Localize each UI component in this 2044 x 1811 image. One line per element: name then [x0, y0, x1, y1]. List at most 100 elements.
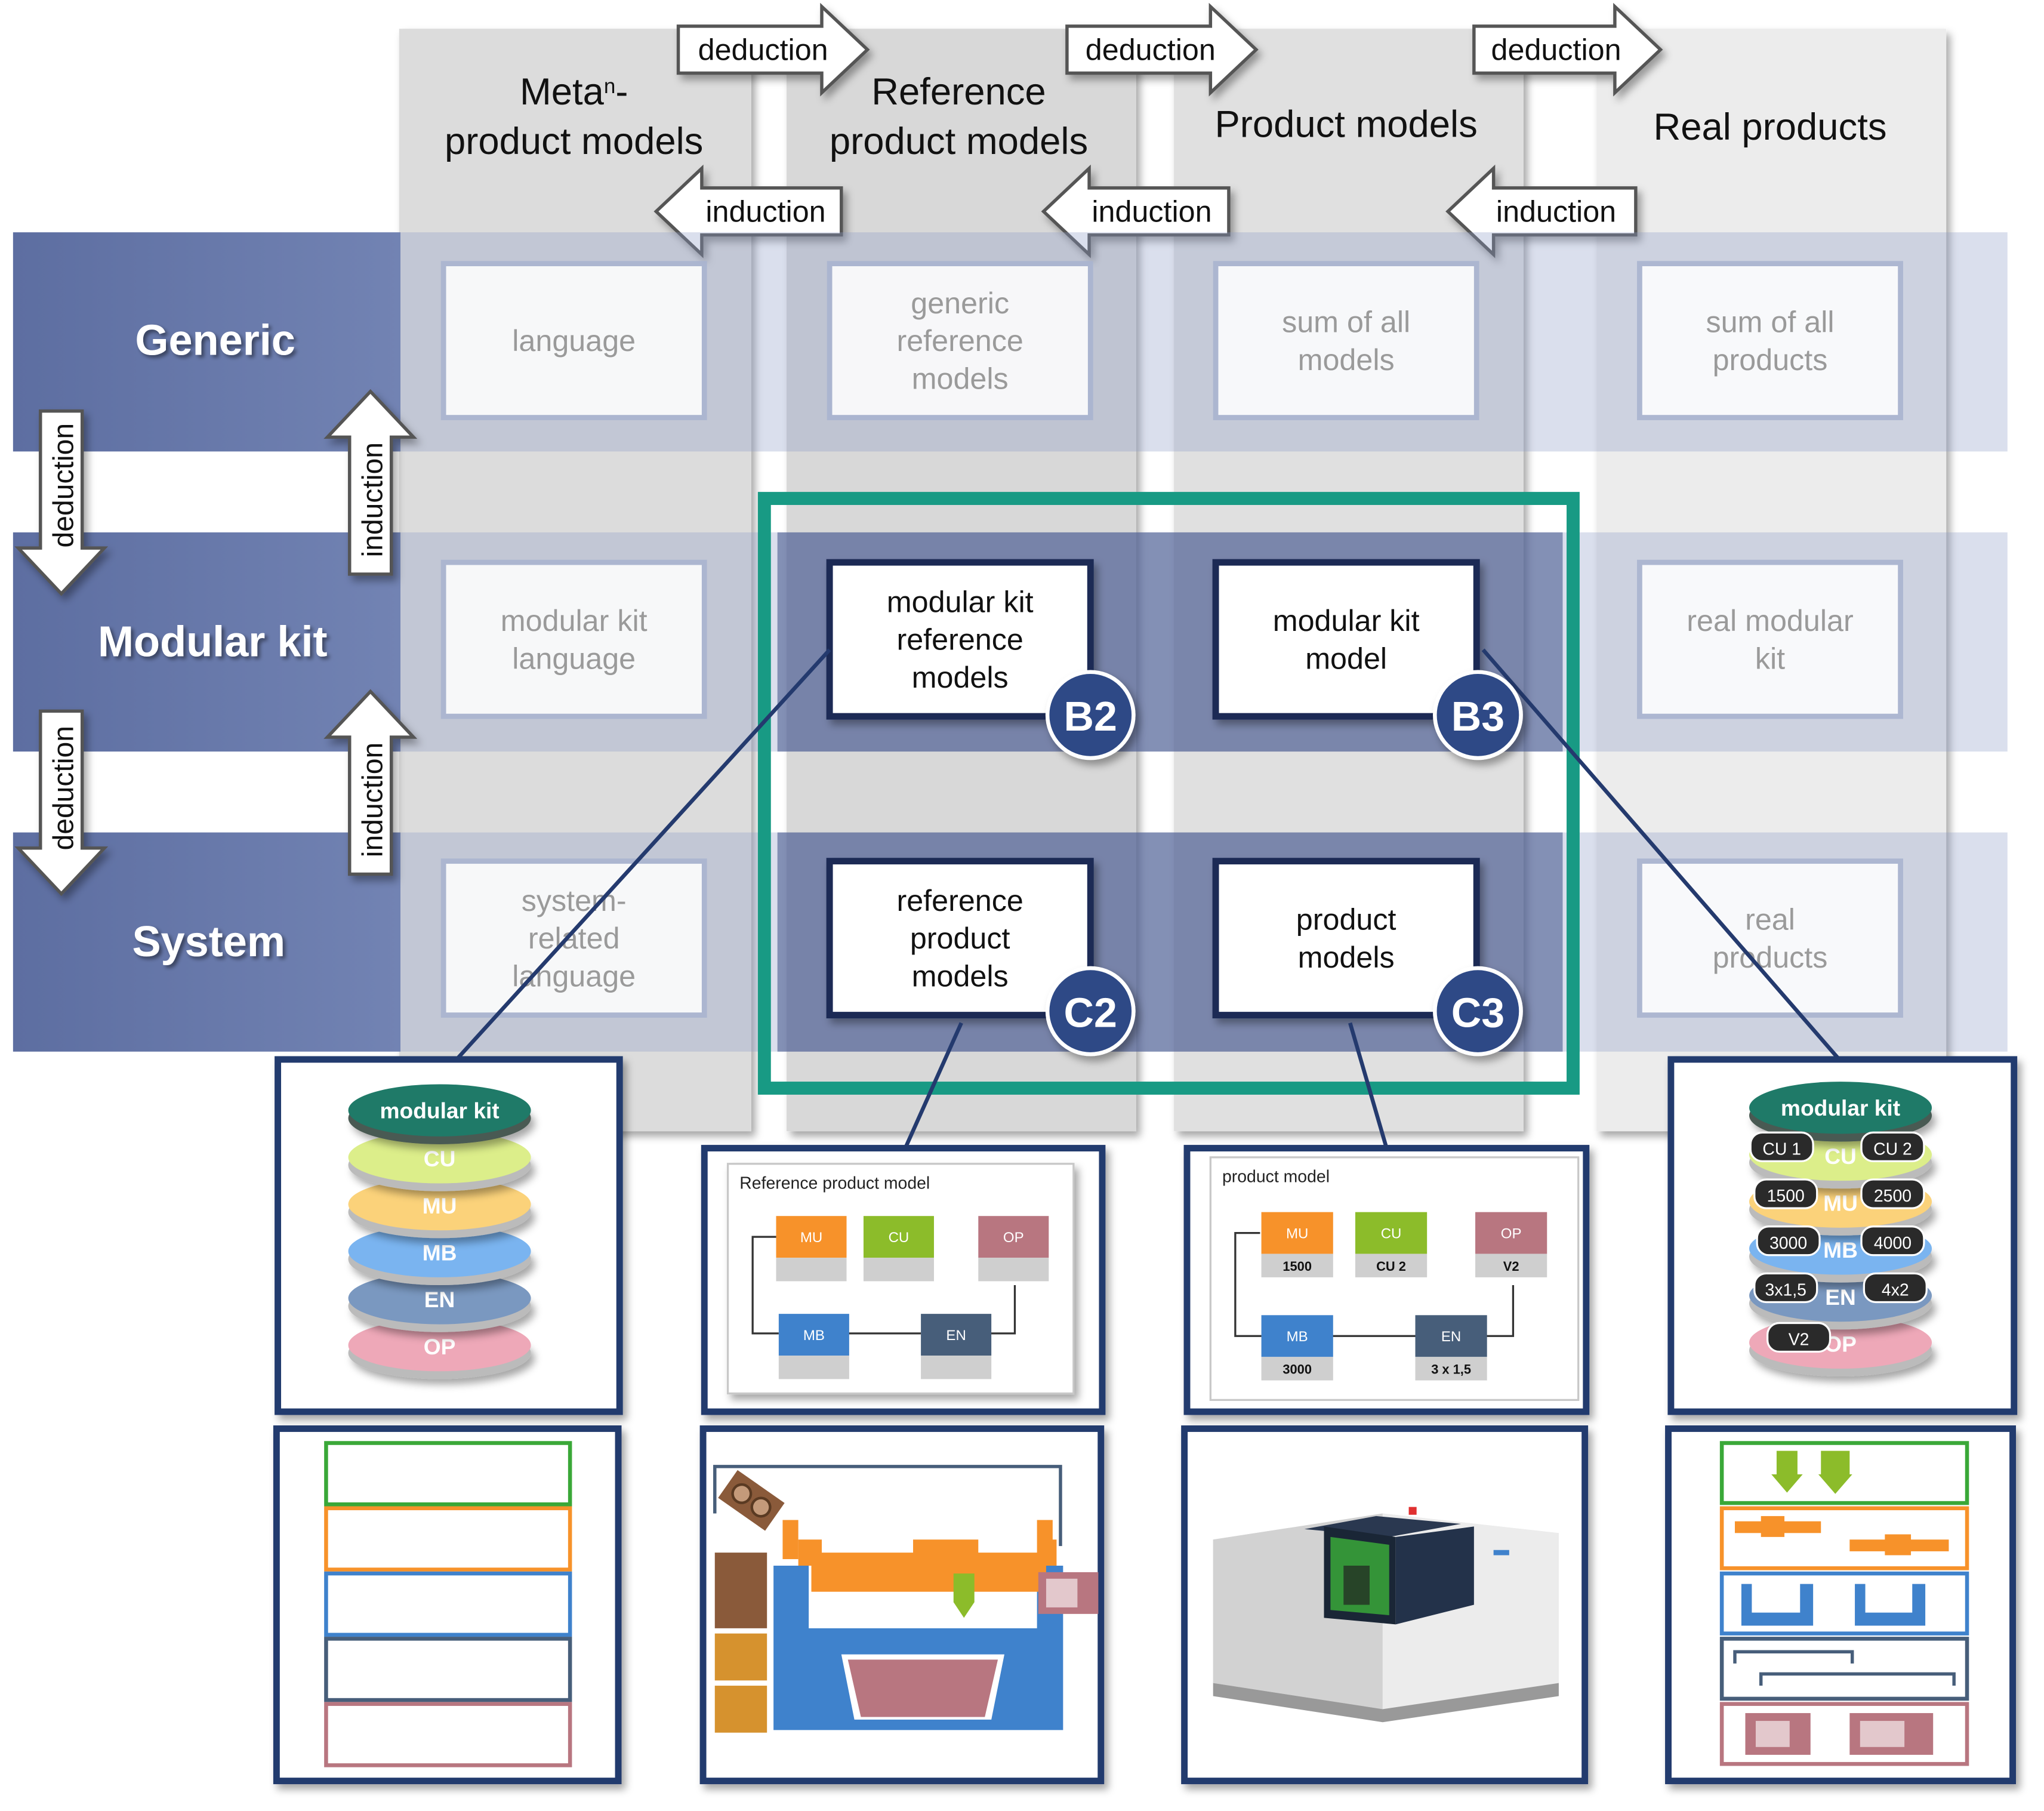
cell-text: modular kit	[887, 584, 1034, 618]
cell-text: model	[1305, 641, 1387, 675]
svg-text:MB: MB	[1287, 1329, 1308, 1345]
kit-variant-tag: 3000	[1756, 1225, 1821, 1256]
kit-variant-tag: 4x2	[1863, 1272, 1928, 1304]
deduction-label: deduction	[47, 423, 79, 548]
induction-arrow-3: induction	[1445, 164, 1638, 258]
column-headers: Metan- product models Reference product …	[445, 71, 1886, 162]
induction-label: induction	[356, 743, 389, 857]
kit-variant-tag: 1500	[1753, 1178, 1818, 1209]
deduction-label: deduction	[47, 726, 79, 851]
induction-arrow-2: induction	[1041, 164, 1231, 258]
svg-text:CU: CU	[1824, 1144, 1857, 1169]
svg-text:MU: MU	[800, 1230, 822, 1246]
cell-text: models	[912, 362, 1009, 396]
module-mu: MU 1500	[1261, 1212, 1333, 1277]
svg-text:4x2: 4x2	[1882, 1281, 1909, 1300]
kit-variant-tag: CU 1	[1749, 1131, 1814, 1163]
cell-text: sum of all	[1282, 304, 1410, 338]
induction-label: induction	[356, 442, 389, 557]
stack-layer-en: EN	[348, 1272, 531, 1332]
deduction-arrow-1: deduction	[676, 2, 870, 97]
kit-variant-tag: CU 2	[1860, 1131, 1925, 1163]
badge-c3: C3	[1432, 966, 1523, 1057]
svg-text:CU 1: CU 1	[1762, 1139, 1801, 1159]
svg-text:modular kit: modular kit	[380, 1098, 499, 1123]
kit-variant-tag: V2	[1766, 1322, 1832, 1353]
connector-c2-refmodel	[903, 1022, 963, 1149]
cell-text: language	[512, 641, 636, 675]
induction-up-arrow-1: induction	[323, 389, 418, 576]
column-header-reference-line2: product models	[830, 121, 1088, 162]
kit-variant-tag: 4000	[1860, 1225, 1925, 1256]
row-label-modular: Modular kit	[98, 618, 328, 666]
svg-text:EN: EN	[1825, 1285, 1856, 1310]
svg-text:OP: OP	[424, 1334, 456, 1359]
module-mb: MB	[778, 1314, 849, 1379]
product-model-title: product model	[1222, 1167, 1330, 1186]
vertical-arrows: deduction induction deduction induction	[14, 389, 418, 897]
induction-label: induction	[1092, 195, 1211, 229]
induction-up-arrow-2: induction	[323, 689, 418, 876]
outline-cu	[324, 1441, 572, 1507]
badge-b3: B3	[1432, 670, 1523, 760]
deduction-label: deduction	[698, 33, 828, 67]
svg-text:modular kit: modular kit	[1781, 1095, 1900, 1120]
svg-text:1500: 1500	[1282, 1259, 1312, 1274]
stack-top-modular-kit: modular kit	[1749, 1082, 1932, 1142]
connector-c3-prodmodel	[1348, 1022, 1389, 1149]
badge-c2: C2	[1045, 966, 1136, 1057]
row-label-system: System	[132, 918, 285, 966]
svg-text:MB: MB	[1823, 1237, 1858, 1262]
cell-text: generic	[911, 286, 1009, 320]
cell-text: real	[1745, 903, 1795, 937]
cell-generic-meta: language	[440, 261, 707, 420]
outline-en	[324, 1637, 572, 1702]
outline-mu	[324, 1506, 572, 1572]
svg-text:3000: 3000	[1282, 1362, 1312, 1377]
cell-text: related	[528, 921, 620, 955]
svg-text:C3: C3	[1451, 989, 1505, 1036]
column-header-real: Real products	[1653, 106, 1886, 148]
column-header-meta-line2: product models	[445, 121, 703, 162]
svg-text:3x1,5: 3x1,5	[1765, 1281, 1806, 1300]
cell-text: system-	[522, 883, 627, 917]
svg-text:2500: 2500	[1874, 1187, 1912, 1206]
cell-text: models	[912, 660, 1009, 694]
deduction-arrow-2: deduction	[1065, 2, 1259, 97]
cell-text: models	[1298, 343, 1395, 377]
svg-text:CU: CU	[424, 1146, 456, 1171]
row-label-generic: Generic	[135, 317, 295, 365]
cell-text: kit	[1755, 641, 1785, 675]
module-op: OP	[978, 1216, 1049, 1282]
kit-variant-tag: 2500	[1860, 1178, 1925, 1209]
cell-text: product	[910, 921, 1010, 955]
outline-mb	[324, 1571, 572, 1637]
cell-text: modular kit	[1273, 603, 1420, 637]
module-en: EN3 x 1,5	[1415, 1315, 1487, 1381]
stack-layer-op: OP	[348, 1319, 531, 1379]
horizontal-arrows: deduction deduction deduction induction …	[653, 2, 1663, 258]
stack-layer-cu: CU	[348, 1131, 531, 1191]
deduction-arrow-3: deduction	[1472, 2, 1663, 97]
svg-text:EN: EN	[424, 1287, 455, 1312]
svg-text:MB: MB	[423, 1240, 457, 1265]
cell-text: reference	[896, 324, 1023, 358]
svg-text:MU: MU	[1286, 1225, 1308, 1242]
svg-text:MU: MU	[423, 1193, 457, 1218]
deduction-down-arrow-1: deduction	[14, 409, 109, 596]
svg-text:CU 2: CU 2	[1376, 1259, 1406, 1274]
cell-generic-product: sum of all models	[1213, 261, 1479, 420]
deduction-down-arrow-2: deduction	[14, 709, 109, 897]
column-header-product: Product models	[1214, 104, 1477, 146]
svg-text:CU: CU	[889, 1230, 910, 1246]
svg-text:B2: B2	[1064, 693, 1117, 740]
column-header-meta-line1: Metan-	[520, 71, 628, 113]
svg-text:B3: B3	[1451, 693, 1505, 740]
